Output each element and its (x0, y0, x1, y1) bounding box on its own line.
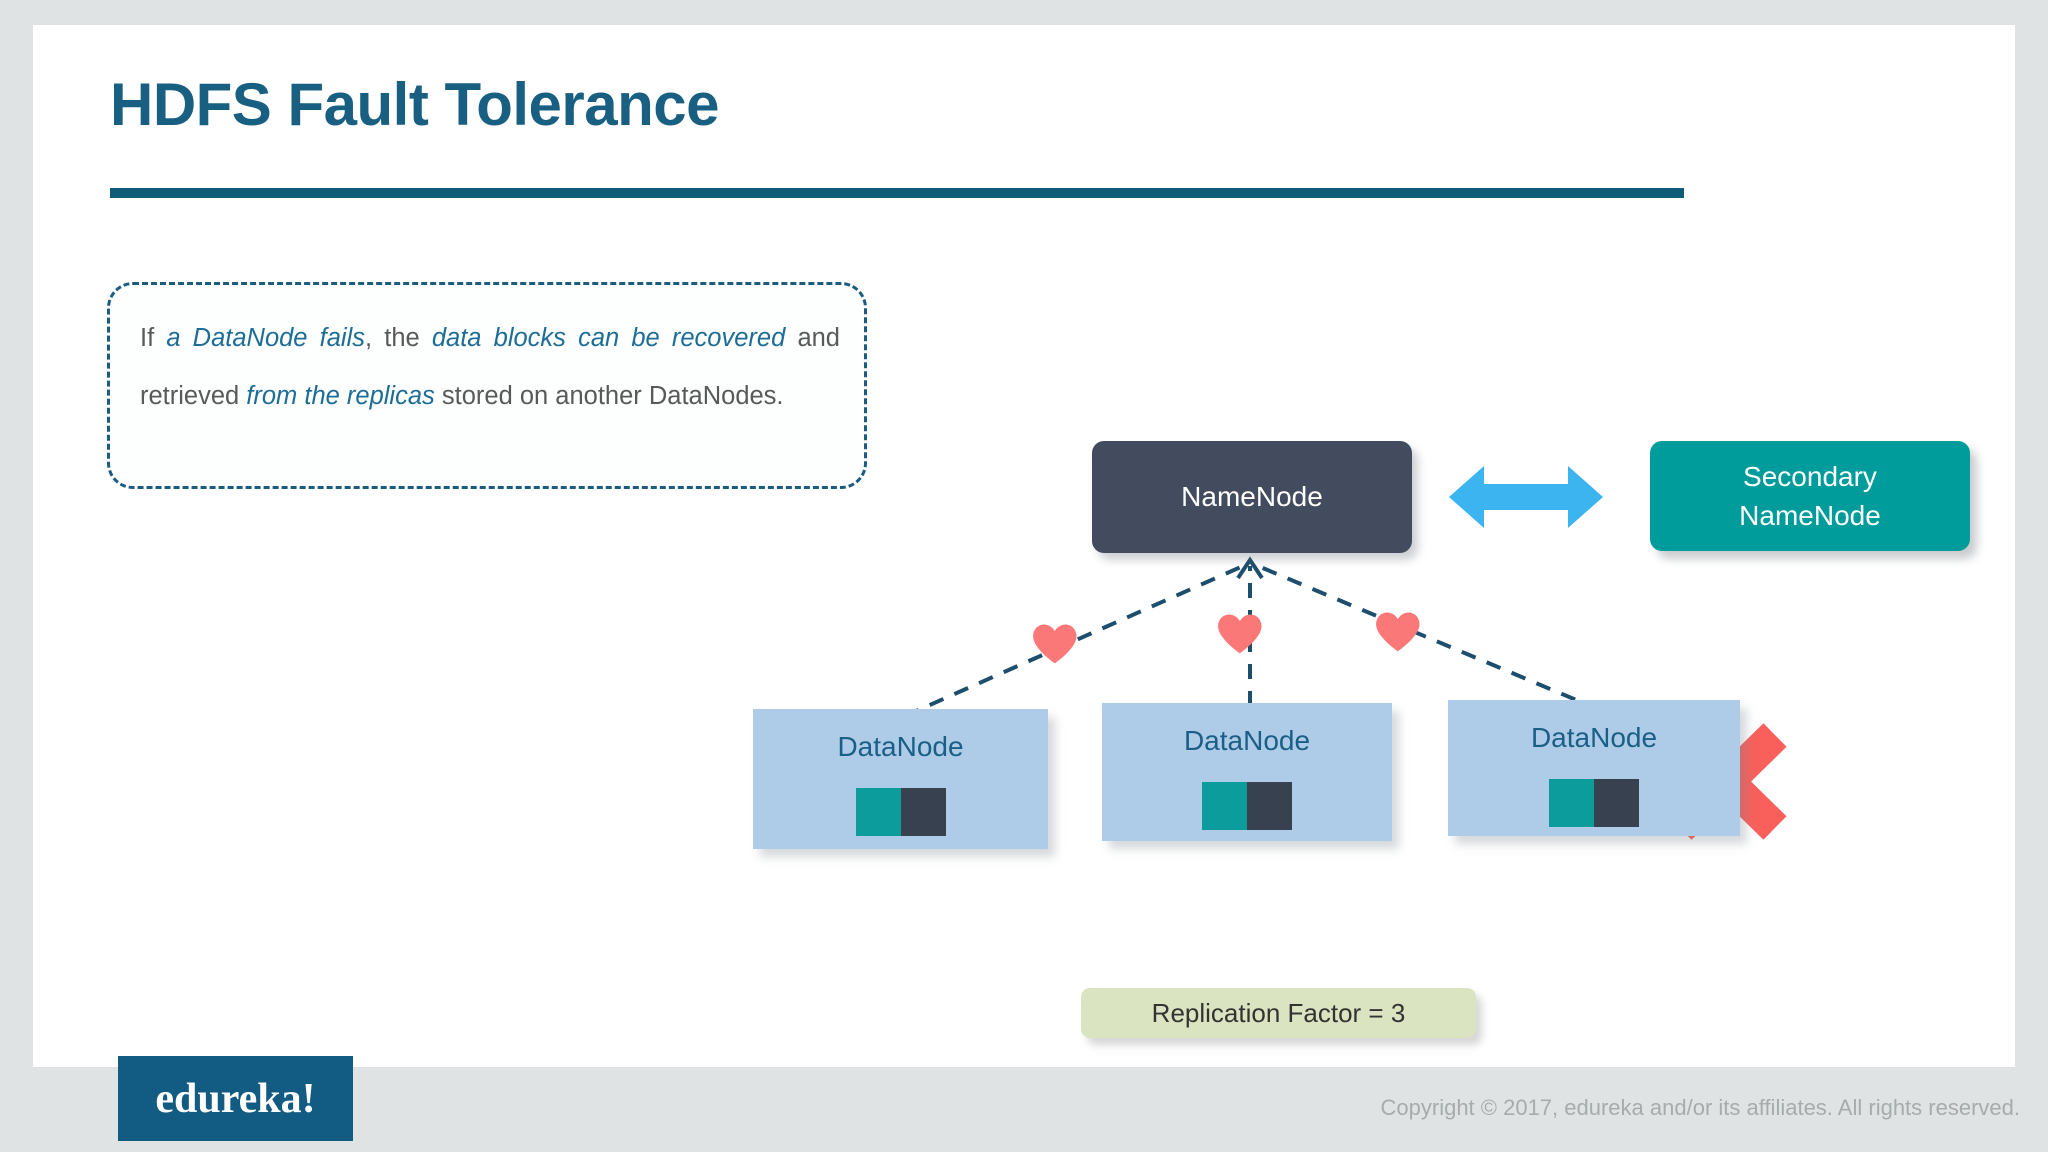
callout-segment-4: and retrieved (140, 324, 840, 410)
callout-box: If a DataNode fails, the data blocks can… (107, 282, 867, 489)
callout-segment-0: If (140, 324, 167, 352)
callout-segment-3: data blocks can be recovered (431, 324, 786, 352)
callout-segment-6: stored on another DataNodes. (434, 382, 784, 410)
page-title: HDFS Fault Tolerance (110, 71, 719, 138)
edureka-logo-text: edureka! (155, 1075, 316, 1122)
title-underline-rule (110, 188, 1684, 198)
callout-segment-5: from the replicas (246, 382, 435, 410)
callout-segment-2: , the (365, 324, 432, 352)
edureka-logo: edureka! (118, 1056, 353, 1141)
copyright-text: Copyright © 2017, edureka and/or its aff… (1380, 1095, 2020, 1120)
callout-segment-1: a DataNode fails (166, 324, 365, 352)
callout-text: If a DataNode fails, the data blocks can… (140, 309, 840, 425)
slide-canvas (33, 25, 2015, 1067)
